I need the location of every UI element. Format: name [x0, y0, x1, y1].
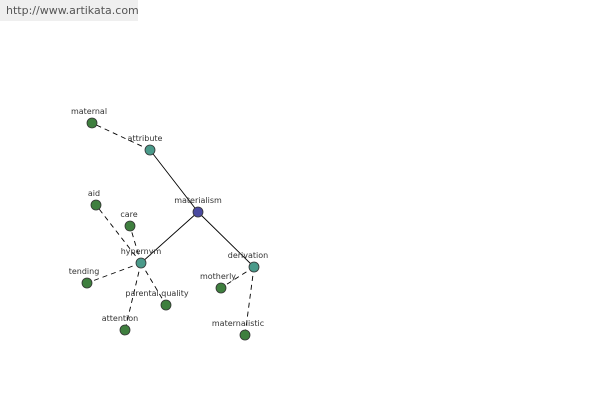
node-dot-parental-quality[interactable]: [160, 299, 172, 311]
node-derivation[interactable]: derivation: [228, 251, 268, 273]
node-care[interactable]: care: [120, 210, 138, 232]
node-label-maternal: maternal: [71, 107, 107, 116]
edge-attribute-maternal: [91, 122, 151, 151]
edge-derivation-maternalistic: [244, 266, 255, 336]
node-dot-motherly[interactable]: [215, 282, 227, 294]
node-dot-attribute[interactable]: [144, 144, 156, 156]
node-dot-derivation[interactable]: [248, 261, 260, 273]
node-dot-care[interactable]: [124, 220, 136, 232]
edge-materialism-derivation: [197, 211, 255, 268]
node-label-parental-quality: parental quality: [125, 289, 189, 298]
node-label-attribute: attribute: [128, 134, 163, 143]
node-dot-aid[interactable]: [90, 199, 102, 211]
node-label-maternalistic: maternalistic: [212, 319, 264, 328]
edge-materialism-attribute: [149, 149, 199, 213]
node-aid[interactable]: aid: [88, 189, 102, 211]
node-hypernym[interactable]: hypernym: [121, 247, 162, 269]
node-dot-attention[interactable]: [119, 324, 131, 336]
edge-hypernym-parental-quality: [140, 262, 167, 306]
node-maternal[interactable]: maternal: [71, 107, 107, 129]
edge-derivation-motherly: [220, 266, 255, 289]
edge-layer: [86, 122, 255, 336]
node-label-aid: aid: [88, 189, 100, 198]
node-dot-maternalistic[interactable]: [239, 329, 251, 341]
node-dot-maternal[interactable]: [86, 117, 98, 129]
edge-materialism-hypernym: [140, 211, 199, 264]
node-label-motherly: motherly: [200, 272, 236, 281]
node-attribute[interactable]: attribute: [128, 134, 163, 156]
node-maternalistic[interactable]: maternalistic: [212, 319, 264, 341]
node-dot-hypernym[interactable]: [135, 257, 147, 269]
node-tending[interactable]: tending: [69, 267, 100, 289]
source-url-banner[interactable]: http://www.artikata.com: [0, 0, 139, 21]
node-dot-materialism[interactable]: [192, 206, 204, 218]
node-motherly[interactable]: motherly: [200, 272, 236, 294]
node-label-materialism: materialism: [174, 196, 222, 205]
node-attention[interactable]: attention: [102, 314, 139, 336]
node-label-hypernym: hypernym: [121, 247, 162, 256]
node-dot-tending[interactable]: [81, 277, 93, 289]
node-label-attention: attention: [102, 314, 139, 323]
node-materialism[interactable]: materialism: [174, 196, 222, 218]
node-layer: materialism attribute hypernym derivation ma…: [69, 107, 268, 341]
edge-hypernym-care: [129, 225, 142, 264]
node-parental-quality[interactable]: parental quality: [125, 289, 189, 311]
edge-hypernym-attention: [124, 262, 142, 331]
node-label-tending: tending: [69, 267, 100, 276]
edge-hypernym-tending: [86, 262, 142, 284]
edge-hypernym-aid: [95, 204, 142, 264]
node-label-derivation: derivation: [228, 251, 268, 260]
node-label-care: care: [120, 210, 137, 219]
